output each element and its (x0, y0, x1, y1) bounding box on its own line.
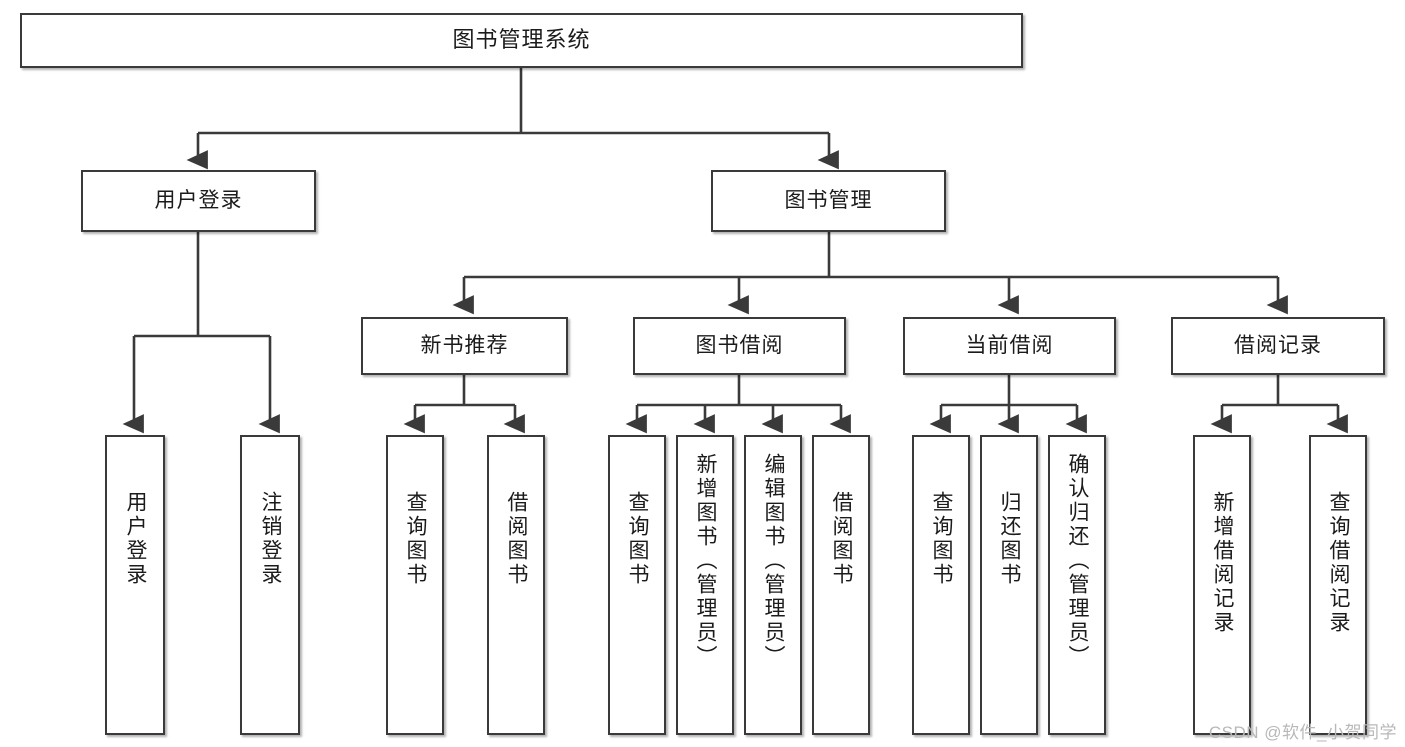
node-user-login[interactable]: 用户登录 (81, 170, 316, 232)
node-book-borrow-label: 图书借阅 (695, 334, 784, 358)
leaf-new-book-rec-1[interactable]: 借阅图书 (487, 435, 545, 735)
leaf-user-login-1-label: 注销登录 (259, 491, 283, 587)
leaf-book-borrow-3-label: 借阅图书 (830, 491, 854, 587)
leaf-borrow-record-0[interactable]: 新增借阅记录 (1193, 435, 1251, 735)
leaf-book-borrow-3[interactable]: 借阅图书 (812, 435, 870, 735)
leaf-book-borrow-2-label: 编辑图书（管理员） (762, 453, 786, 669)
leaf-book-borrow-0[interactable]: 查询图书 (608, 435, 666, 735)
node-new-book-rec[interactable]: 新书推荐 (361, 317, 568, 375)
leaf-current-borrow-1[interactable]: 归还图书 (980, 435, 1038, 735)
leaf-new-book-rec-0-label: 查询图书 (404, 491, 428, 587)
node-borrow-record-label: 借阅记录 (1234, 334, 1322, 358)
leaf-new-book-rec-1-label: 借阅图书 (505, 491, 529, 587)
leaf-new-book-rec-0[interactable]: 查询图书 (386, 435, 444, 735)
node-book-manage-label: 图书管理 (784, 189, 873, 213)
leaf-book-borrow-0-label: 查询图书 (626, 491, 650, 587)
leaf-user-login-0[interactable]: 用户登录 (105, 435, 165, 735)
node-root[interactable]: 图书管理系统 (20, 13, 1023, 68)
leaf-current-borrow-0[interactable]: 查询图书 (912, 435, 970, 735)
leaf-book-borrow-1-label: 新增图书（管理员） (694, 453, 718, 669)
node-current-borrow-label: 当前借阅 (965, 334, 1054, 358)
leaf-current-borrow-0-label: 查询图书 (930, 491, 954, 587)
node-book-borrow[interactable]: 图书借阅 (633, 317, 846, 375)
leaf-user-login-0-label: 用户登录 (124, 491, 148, 587)
leaf-borrow-record-1[interactable]: 查询借阅记录 (1309, 435, 1367, 735)
leaf-current-borrow-2[interactable]: 确认归还（管理员） (1048, 435, 1106, 735)
leaf-current-borrow-1-label: 归还图书 (998, 491, 1022, 587)
leaf-borrow-record-1-label: 查询借阅记录 (1327, 491, 1351, 635)
leaf-user-login-1[interactable]: 注销登录 (240, 435, 300, 735)
node-book-manage[interactable]: 图书管理 (711, 170, 946, 232)
node-new-book-rec-label: 新书推荐 (420, 334, 509, 358)
leaf-current-borrow-2-label: 确认归还（管理员） (1066, 453, 1090, 669)
node-borrow-record[interactable]: 借阅记录 (1171, 317, 1385, 375)
node-current-borrow[interactable]: 当前借阅 (903, 317, 1116, 375)
node-root-label: 图书管理系统 (452, 27, 591, 53)
node-user-login-label: 用户登录 (154, 189, 243, 213)
leaf-book-borrow-2[interactable]: 编辑图书（管理员） (744, 435, 802, 735)
leaf-book-borrow-1[interactable]: 新增图书（管理员） (676, 435, 734, 735)
leaf-borrow-record-0-label: 新增借阅记录 (1211, 491, 1235, 635)
